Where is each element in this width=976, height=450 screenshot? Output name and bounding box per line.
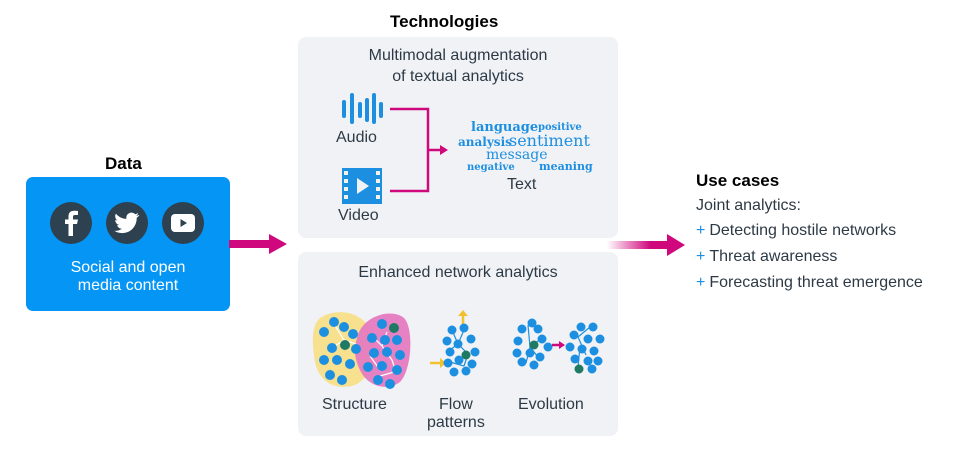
data-title: Data (105, 154, 142, 173)
use-case-item: +Detecting hostile networks (696, 222, 923, 248)
data-caption-line-1: Social and open (70, 259, 186, 276)
use-case-item: +Threat awareness (696, 248, 923, 274)
network-panel: Enhanced network analytics Structure (298, 252, 618, 436)
arrow-head (667, 234, 685, 256)
evolution-graphic (512, 318, 605, 374)
plus-icon: + (696, 248, 706, 265)
arrow-data-to-technologies (229, 234, 287, 254)
arrow-head (269, 234, 287, 254)
media-to-text-connector (390, 107, 448, 193)
data-caption: Social and open media content (26, 259, 230, 295)
word-sentiment: sentiment (509, 131, 590, 150)
use-case-text: Forecasting threat emergence (709, 274, 923, 291)
flow-patterns-label: Flow patterns (427, 396, 485, 432)
youtube-icon (162, 202, 204, 244)
multimodal-heading: Multimodal augmentation of textual analy… (298, 45, 618, 87)
word-analysis: analysis (458, 135, 512, 149)
word-negative: negative (467, 162, 515, 173)
use-cases-title: Use cases (696, 171, 780, 190)
use-cases-subtitle: Joint analytics: (696, 197, 801, 214)
use-cases-list: +Detecting hostile networks +Threat awar… (696, 222, 923, 300)
network-heading: Enhanced network analytics (358, 264, 558, 281)
use-case-item: +Forecasting threat emergence (696, 274, 923, 300)
structure-cluster-graphic (312, 312, 411, 389)
technologies-title: Technologies (390, 12, 499, 31)
arrow-shaft (229, 240, 271, 248)
flow-label-line-1: Flow (439, 396, 473, 413)
plus-icon: + (696, 222, 706, 239)
word-cloud: language positive analysis sentiment mes… (456, 118, 596, 178)
data-caption-line-2: media content (77, 277, 179, 294)
multimodal-heading-line-1: Multimodal augmentation (368, 47, 548, 64)
video-label: Video (338, 207, 379, 224)
use-case-text: Detecting hostile networks (709, 222, 897, 239)
text-label: Text (507, 176, 537, 193)
use-case-text: Threat awareness (709, 248, 838, 265)
facebook-icon (50, 202, 92, 244)
flow-label-line-2: patterns (427, 414, 485, 431)
multimodal-heading-line-2: of textual analytics (392, 68, 524, 85)
arrow-shaft (607, 241, 669, 249)
word-message: message (486, 147, 548, 163)
plus-icon: + (696, 274, 706, 291)
structure-label: Structure (322, 396, 387, 413)
audio-label: Audio (336, 129, 377, 146)
word-meaning: meaning (539, 160, 593, 173)
flow-patterns-graphic (430, 310, 480, 377)
word-language: language (471, 120, 539, 135)
word-positive: positive (538, 122, 582, 133)
multimodal-panel: Multimodal augmentation of textual analy… (298, 37, 618, 238)
data-box: Social and open media content (26, 177, 230, 311)
evolution-arrow (559, 341, 565, 349)
arrow-technologies-to-use-cases (607, 234, 685, 256)
twitter-icon (106, 202, 148, 244)
evolution-label: Evolution (518, 396, 584, 413)
video-film-icon (342, 168, 382, 204)
social-icons (50, 202, 204, 244)
audio-waveform-icon (342, 93, 383, 124)
